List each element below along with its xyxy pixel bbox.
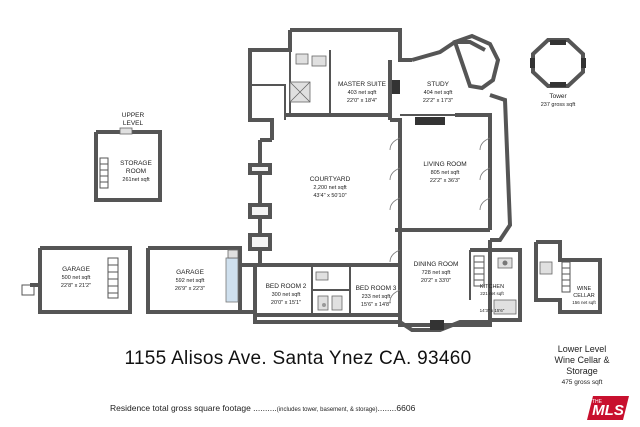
- garage-2-dims: 26'9" x 22'3": [175, 286, 205, 292]
- the-mls-logo: MLS THE: [587, 396, 629, 420]
- room-label-storage-room: STORAGE ROOM 261net sqft: [120, 160, 152, 183]
- garage-1-area: 500 net sqft: [62, 275, 91, 281]
- courtyard-name: COURTYARD: [310, 176, 351, 183]
- room-label-master-suite: MASTER SUITE 403 net sqft 22'0" x 18'4": [338, 81, 387, 104]
- garage-1-dims: 22'8" x 21'2": [61, 283, 91, 289]
- room-label-bed-room-2: BED ROOM 2 300 net sqft 20'0" x 15'1": [266, 283, 307, 306]
- bed-room-2-name: BED ROOM 2: [266, 283, 307, 290]
- wine-cellar-line1: WINE: [577, 286, 592, 292]
- room-label-garage-2: GARAGE 592 net sqft 26'9" x 22'3": [175, 269, 205, 292]
- footage-total: 6606: [396, 403, 416, 413]
- master-suite-dims: 22'0" x 18'4": [347, 98, 377, 104]
- footage-note: (includes tower, basement, & storage): [276, 407, 378, 413]
- study-dims: 22'2" x 17'3": [423, 98, 453, 104]
- lower-level-gross: 475 gross sqft: [561, 379, 603, 386]
- dining-room-name: DINING ROOM: [414, 261, 459, 268]
- room-label-dining-room: DINING ROOM 728 net sqft 20'2" x 33'0": [414, 261, 459, 284]
- bed-room-2-dims: 20'0" x 15'1": [271, 300, 301, 306]
- dining-room-dims: 20'2" x 33'0": [421, 278, 451, 284]
- bed-room-2-area: 300 net sqft: [272, 292, 301, 298]
- footage-dots: ........: [377, 403, 397, 413]
- room-label-bed-room-3: BED ROOM 3 233 net sqft 15'6" x 14'8": [356, 285, 397, 308]
- footage-label: Residence total gross square footage ...…: [110, 403, 277, 413]
- room-label-kitchen: KITCHEN 221 net sqft 14'3" x 15'6": [480, 284, 505, 313]
- wine-cellar-walls: [534, 240, 602, 314]
- garage-1-name: GARAGE: [62, 266, 90, 273]
- lower-level-caption: Lower Level Wine Cellar & Storage 475 gr…: [540, 344, 624, 388]
- storage-room-line1: STORAGE: [120, 160, 152, 167]
- wine-cellar-line2: CELLAR: [573, 293, 594, 299]
- kitchen-name: KITCHEN: [480, 284, 504, 290]
- master-suite-area: 403 net sqft: [348, 90, 377, 96]
- kitchen-dims: 14'3" x 15'6": [480, 308, 505, 313]
- room-label-tower: Tower 237 gross sqft: [541, 93, 576, 108]
- study-area: 404 net sqft: [424, 90, 453, 96]
- wine-cellar-area: 156 net sqft: [572, 300, 596, 305]
- upper-level-storage-walls: [94, 127, 162, 202]
- room-label-living-room: LIVING ROOM 805 net sqft 22'2" x 36'3": [423, 161, 466, 184]
- dining-room-area: 728 net sqft: [422, 270, 451, 276]
- room-label-garage-1: GARAGE 500 net sqft 22'8" x 21'2": [61, 266, 91, 289]
- lower-level-line2: Wine Cellar &: [554, 355, 610, 365]
- lower-level-line3: Storage: [566, 366, 598, 376]
- courtyard-dims: 43'4" x 50'10": [313, 193, 346, 199]
- study-name: STUDY: [427, 81, 450, 88]
- tower-area: 237 gross sqft: [541, 102, 576, 108]
- storage-room-area: 261net sqft: [122, 177, 150, 183]
- room-label-study: STUDY 404 net sqft 22'2" x 17'3": [423, 81, 453, 104]
- living-room-name: LIVING ROOM: [423, 161, 466, 168]
- storage-room-line2: ROOM: [126, 168, 146, 175]
- bed-room-3-area: 233 net sqft: [362, 294, 391, 300]
- lower-level-line1: Lower Level: [557, 344, 607, 354]
- room-label-courtyard: COURTYARD 2,200 net sqft 43'4" x 50'10": [310, 176, 351, 199]
- tower-walls: [530, 38, 586, 88]
- master-suite-name: MASTER SUITE: [338, 81, 387, 88]
- bed-room-3-name: BED ROOM 3: [356, 285, 397, 292]
- upper-level-line1: UPPER: [122, 112, 145, 119]
- bed-room-3-dims: 15'6" x 14'8": [361, 302, 391, 308]
- garage-2-name: GARAGE: [176, 269, 204, 276]
- garage-2-area: 592 net sqft: [176, 278, 205, 284]
- courtyard-area: 2,200 net sqft: [313, 185, 347, 191]
- room-label-upper-level: UPPER LEVEL: [122, 112, 145, 127]
- property-address: 1155 Alisos Ave. Santa Ynez CA. 93460: [124, 348, 472, 369]
- upper-level-line2: LEVEL: [123, 120, 144, 127]
- main-house-walls: [248, 28, 522, 332]
- svg-text:THE: THE: [592, 399, 603, 405]
- svg-text:MLS: MLS: [592, 402, 624, 419]
- living-room-dims: 22'2" x 36'3": [430, 178, 460, 184]
- room-label-wine-cellar: WINE CELLAR 156 net sqft: [572, 286, 596, 305]
- garage-walls: [21, 246, 255, 314]
- total-footage-line: Residence total gross square footage ...…: [110, 403, 470, 413]
- tower-name: Tower: [549, 93, 567, 100]
- living-room-area: 805 net sqft: [431, 170, 460, 176]
- kitchen-area: 221 net sqft: [480, 291, 504, 296]
